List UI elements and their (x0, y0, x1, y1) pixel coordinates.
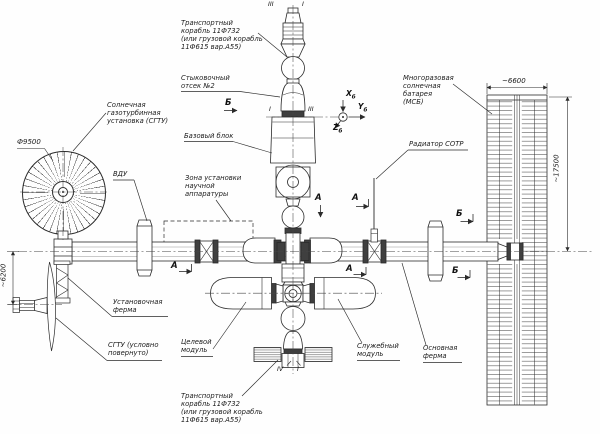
base-block-body (270, 116, 316, 164)
target-module-body (210, 277, 272, 310)
view-mark-bottom-left: IV (277, 366, 284, 373)
sgtu-hub-center (61, 190, 64, 193)
callout-main-frame: Основная ферма (423, 344, 458, 361)
callout-docking-bay-2: Стыковочный отсек №2 (181, 74, 230, 91)
solar-battery-panel (486, 94, 548, 406)
callout-service-module: Служебный модуль (357, 342, 399, 359)
docked-ship-panel-right (304, 347, 333, 362)
mount-frame-and-rotated-sgtu (12, 260, 71, 352)
axis-y-label: Yб (358, 102, 368, 114)
section-mark-a-bot-left: А (171, 261, 178, 271)
view-mark-bottom-right: I (297, 366, 299, 373)
callout-science-zone: Зона установки научной аппаратуры (185, 174, 242, 199)
radiator-sotr (370, 178, 378, 243)
callout-transport-ship-bottom: Транспортный корабль 11Ф732 (или грузово… (181, 392, 263, 425)
callout-mount-frame: Установочная ферма (113, 298, 163, 315)
service-module-body (314, 277, 376, 310)
dim-panel-height: ~17500 (552, 154, 561, 183)
view-mark-top-right: I (302, 1, 304, 8)
callout-vdu: ВДУ (113, 170, 128, 178)
dim-frame-height: ~6200 (0, 263, 8, 288)
callout-sgtu-rotated: СГТУ (условно повернуто) (108, 341, 159, 358)
section-mark-b-right-top: Б (456, 209, 463, 219)
view-mark-top-left: III (268, 1, 274, 8)
callout-sgtu: Солнечная газотурбинная установка (СГТУ) (107, 101, 169, 126)
docked-ship-panel-left (253, 347, 282, 362)
axis-z-label: Zб (333, 123, 343, 135)
vdu-plate (136, 219, 153, 277)
section-mark-a-mid-left: А (315, 193, 322, 203)
section-mark-b-right-bottom: Б (452, 266, 459, 276)
section-mark-a-mid-right: А (352, 193, 359, 203)
dim-panel-width: ~6600 (502, 77, 526, 85)
view-mark-mid-left: I (269, 106, 271, 113)
view-mark-mid-right: III (308, 106, 314, 113)
callout-msb: Многоразовая солнечная батарея (МСБ) (403, 74, 454, 107)
callout-base-block: Базовый блок (184, 132, 234, 140)
section-mark-b-top: Б (225, 98, 232, 108)
callout-target-module: Целевой модуль (181, 338, 212, 355)
callout-radiator-sotr: Радиатор СОТР (409, 140, 464, 148)
dim-disc-diameter: Ф9500 (17, 138, 41, 146)
axis-x-label: Xб (346, 89, 356, 101)
callout-transport-ship-top: Транспортный корабль 11Ф732 (или грузово… (181, 19, 263, 52)
section-arrows (179, 107, 474, 366)
sgtu-blade (46, 261, 56, 352)
section-mark-a-bot-right: А (346, 264, 353, 274)
right-mount-plate (427, 220, 444, 282)
science-zone-box (163, 220, 254, 252)
